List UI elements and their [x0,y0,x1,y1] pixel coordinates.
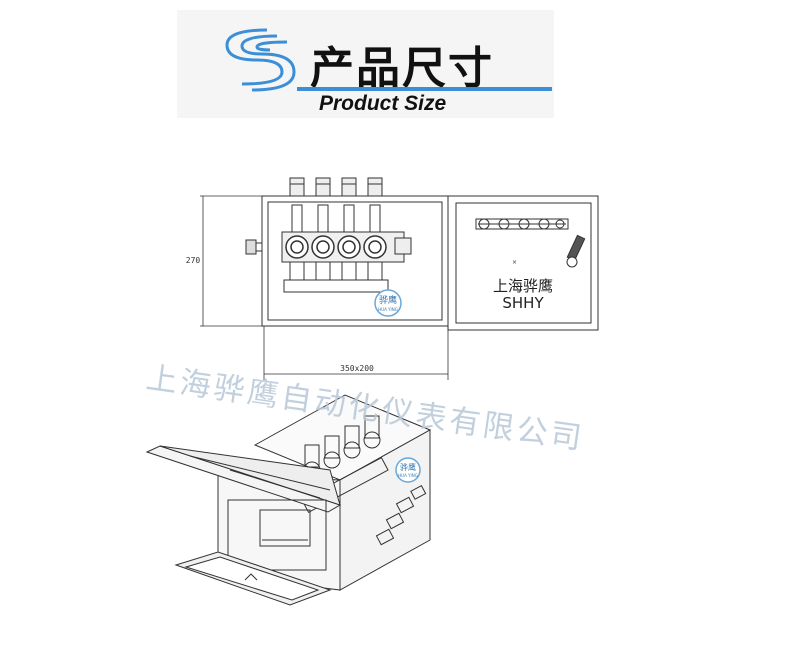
door-handle [566,234,586,268]
iso-stamp-en: HUA YING [398,473,418,478]
door-manifold-sketch [475,218,569,230]
front-view-cabinet [245,177,449,327]
wave-logo-icon [225,28,296,92]
title-underline [297,87,552,91]
iso-valves [301,415,389,513]
iso-brand-stamp: 骅鹰 HUA YING [395,457,421,483]
brand-label: 上海骅鹰 SHHY [493,278,553,312]
isometric-view [145,394,432,606]
valve-stems [291,204,381,236]
brand-en: SHHY [502,294,544,312]
brand-cn: 上海骅鹰 [493,277,554,295]
valve-wheels [285,235,387,259]
top-glands [289,177,383,197]
dimension-lines [200,195,449,380]
iso-stamp-cn: 骅鹰 [400,462,416,472]
brand-stamp: 骅鹰 HUA YING [374,289,402,317]
svg-text:×: × [512,259,517,266]
lower-fittings [283,261,389,293]
title-banner: 产品尺寸 Product Size [177,10,554,118]
stamp-en: HUA YING [378,307,398,312]
page-title: 产品尺寸 [310,43,494,94]
iso-glands [375,484,427,546]
dim-height: 270 [186,256,201,265]
page-subtitle: Product Size [319,92,447,115]
dim-width: 350x200 [340,364,374,373]
stamp-cn: 骅鹰 [379,294,397,306]
front-view-door: × [447,195,599,331]
